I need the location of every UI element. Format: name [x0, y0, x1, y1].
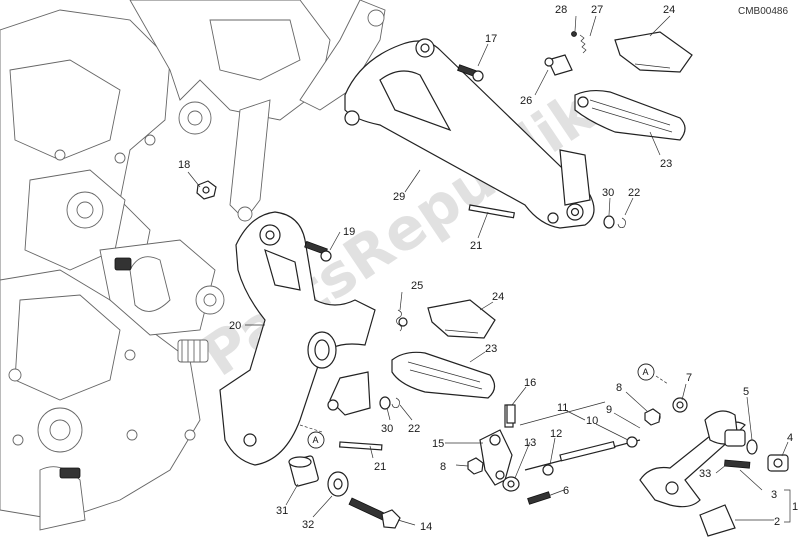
callout-labels: 28 27 24 17 26 23 18 29 30 22 19 21 25 2… — [178, 4, 798, 533]
footpeg-hinge-lower — [327, 371, 371, 416]
reference-marker-a-upper: A — [637, 363, 669, 385]
screw-16 — [506, 404, 516, 424]
callout-13: 13 — [524, 437, 536, 449]
callout-21: 21 — [470, 240, 482, 252]
callout-18: 18 — [178, 159, 190, 171]
callout-2: 2 — [774, 516, 780, 528]
gearchange-lever-assembly — [639, 397, 789, 537]
screw-19 — [304, 240, 332, 262]
engine-frame-assembly — [0, 0, 386, 531]
callout-9: 9 — [606, 404, 612, 416]
callout-4: 4 — [787, 432, 793, 444]
footpeg-rubber-lower — [427, 299, 496, 339]
screw-6 — [527, 491, 551, 505]
screw-17 — [457, 64, 484, 82]
callout-11: 11 — [557, 402, 568, 414]
spring-25 — [396, 309, 408, 332]
bolt-14 — [348, 497, 401, 529]
callout-5: 5 — [743, 386, 749, 398]
washer-32 — [327, 471, 349, 497]
pin-21-lower — [339, 441, 383, 451]
callout-31: 31 — [276, 505, 288, 517]
callout-15: 15 — [432, 438, 444, 450]
callout-23: 23 — [485, 343, 497, 355]
callout-20: 20 — [229, 320, 241, 332]
callout-17: 17 — [485, 33, 497, 45]
nut-8-upper — [644, 408, 661, 426]
callout-8: 8 — [616, 382, 622, 394]
rider-footpeg-lower — [391, 351, 496, 399]
detent-assembly-upper — [544, 31, 587, 76]
callout-30: 30 — [602, 187, 614, 199]
passenger-footpeg-bracket — [344, 38, 595, 229]
callout-29: 29 — [393, 191, 405, 203]
svg-text:A: A — [313, 435, 319, 445]
callout-22: 22 — [628, 187, 640, 199]
callout-27: 27 — [591, 4, 603, 16]
callout-21: 21 — [374, 461, 386, 473]
callout-25: 25 — [411, 280, 423, 292]
leader-lines — [187, 15, 791, 526]
callout-30: 30 — [381, 423, 393, 435]
callout-19: 19 — [343, 226, 355, 238]
callout-16: 16 — [524, 377, 536, 389]
callout-1: 1 — [792, 501, 798, 513]
callout-23: 23 — [660, 158, 672, 170]
nut-18 — [196, 180, 217, 200]
callout-12: 12 — [550, 428, 562, 440]
rod-end-13 — [502, 476, 520, 492]
diagram-code: CMB00486 — [738, 6, 788, 17]
callout-6: 6 — [563, 485, 569, 497]
callout-3: 3 — [771, 489, 777, 501]
callout-22: 22 — [408, 423, 420, 435]
callout-28: 28 — [555, 4, 567, 16]
nut-8-lower — [467, 457, 484, 475]
reference-marker-a-lower: A — [299, 424, 325, 449]
callout-32: 32 — [302, 519, 314, 531]
washer-clip-lower — [379, 396, 400, 410]
passenger-footpeg-upper — [574, 89, 686, 141]
footpeg-rubber-upper — [614, 31, 693, 73]
bush-31 — [288, 455, 319, 487]
svg-text:A: A — [643, 367, 649, 377]
rider-footpeg-bracket — [219, 211, 376, 466]
callout-8: 8 — [440, 461, 446, 473]
callout-33: 33 — [699, 468, 711, 480]
callout-14: 14 — [420, 521, 432, 533]
callout-24: 24 — [492, 291, 504, 303]
callout-10: 10 — [586, 415, 598, 427]
washer-clip-upper — [603, 215, 626, 229]
callout-24: 24 — [663, 4, 675, 16]
pin-21-upper — [468, 204, 516, 219]
callout-7: 7 — [686, 372, 692, 384]
gear-linkage-rod — [519, 401, 641, 476]
callout-26: 26 — [520, 95, 532, 107]
